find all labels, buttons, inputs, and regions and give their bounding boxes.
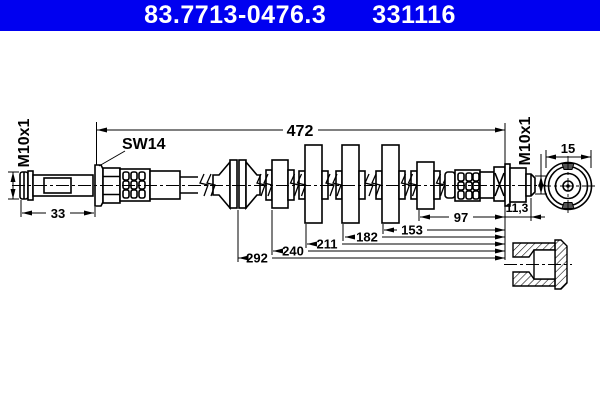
end-view [538,156,598,216]
clip-tall [381,144,400,224]
dimension-left-fitting-length: 33 [51,206,65,221]
ferrule-beads-left [122,171,146,199]
dimension-right-fitting-offset: 97 [454,210,468,225]
dimension-overall-length: 472 [287,123,314,140]
clip-block [271,159,289,209]
header-bar: 83.7713-0476.3 331116 [0,0,600,31]
dimension-clip4-position: 153 [401,223,423,238]
break-symbols [199,173,453,197]
label-right-thread: M10x1 [517,116,534,165]
part-number: 83.7713-0476.3 [144,1,327,29]
dimension-clip2-position: 211 [317,237,338,252]
hose-collar [358,170,366,200]
hose-collar [398,170,406,200]
hose-collar [321,170,329,200]
dimension-clip1-position: 240 [282,244,304,259]
cross-section-detail [504,239,572,290]
hex-leader-line [98,150,126,167]
dimension-end-offset: 11,3 [506,201,529,215]
right-fitting [444,163,536,207]
dimension-grommet-position: 292 [246,251,268,266]
labels: M10x1 M10x1 SW14 [16,116,534,167]
hose-assembly [180,144,453,224]
label-left-thread: M10x1 [16,118,33,167]
hose-collar [287,169,295,201]
dimension-end-view-diameter: 15 [561,141,575,156]
dimension-clip3-position: 182 [356,230,378,245]
grommet [212,159,261,211]
label-hex-size: SW14 [122,136,166,153]
reference-number: 331116 [372,1,456,29]
dimension-lines: 472 33 97 11,3 153 182 211 [8,122,592,266]
clip-tall [304,144,323,224]
hose-collar [433,170,441,200]
clip-tall [341,144,360,224]
ferrule-beads-right [457,172,480,200]
